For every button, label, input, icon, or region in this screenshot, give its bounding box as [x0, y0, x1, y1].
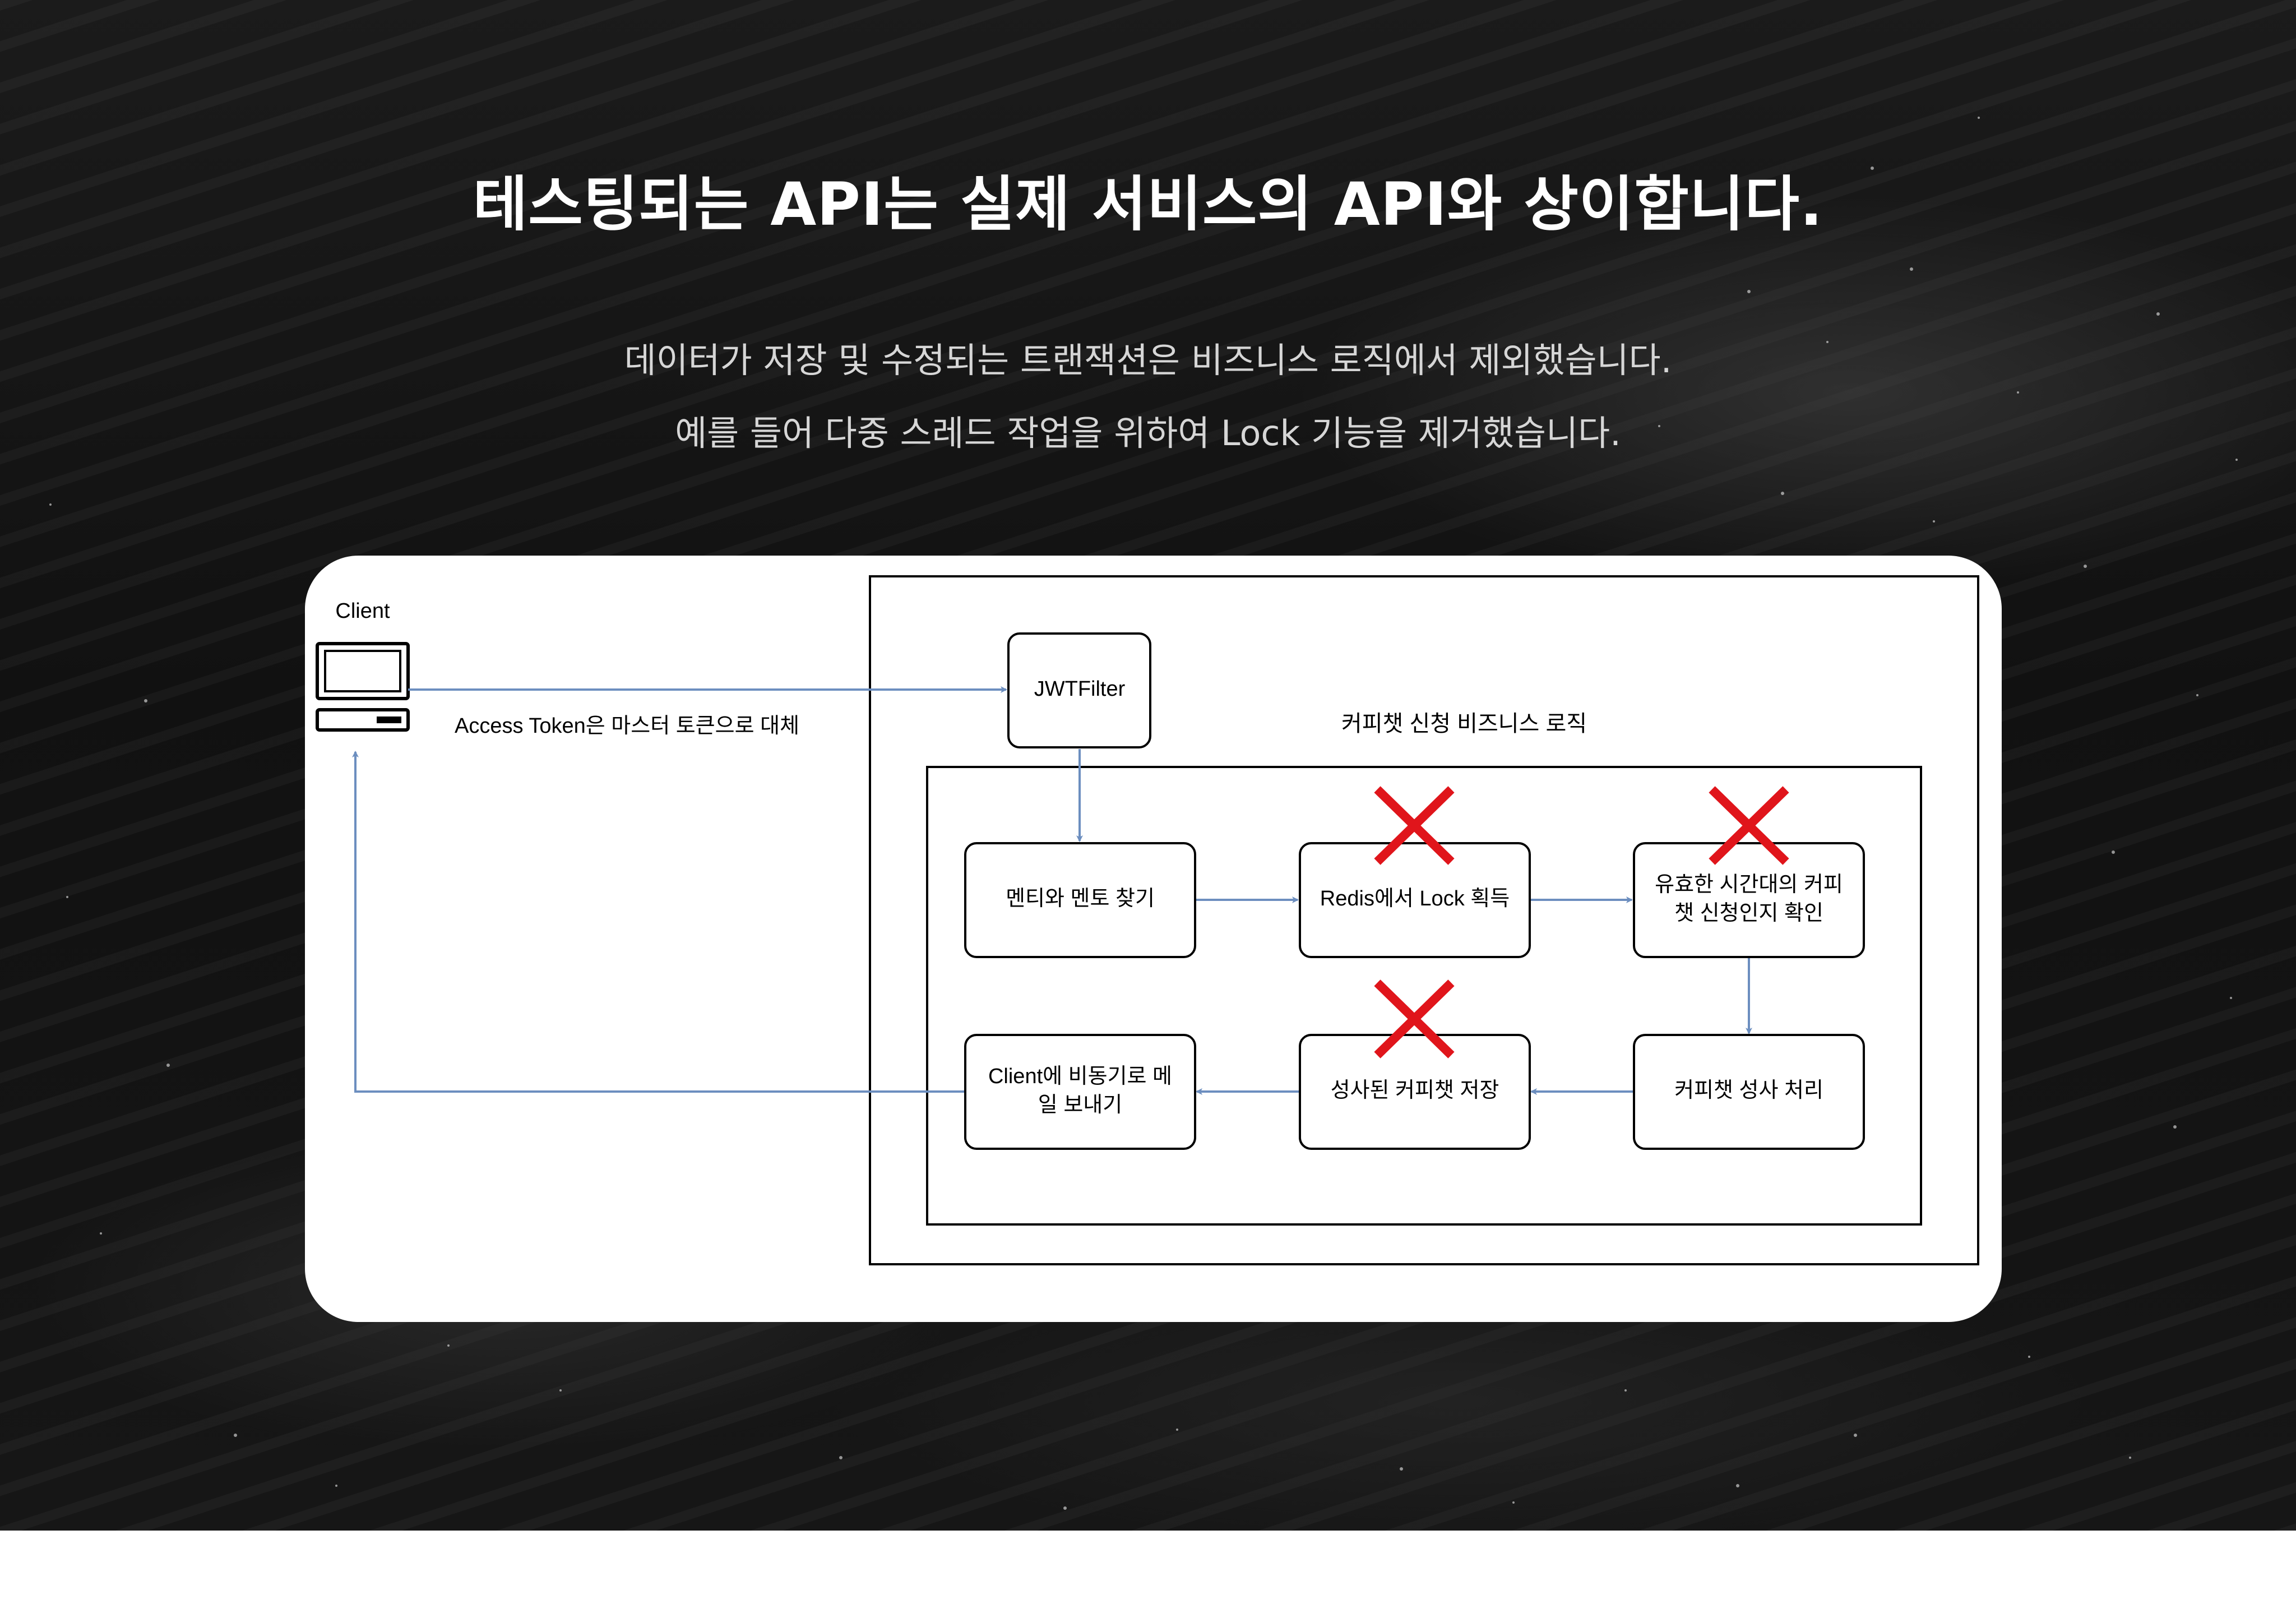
architecture-diagram-card: Client 커피챗 신청 비즈니스 로직 Access Token은 마스터 …	[305, 556, 2002, 1322]
node-process-label: 커피챗 성사 처리	[1674, 1079, 1823, 1102]
sand-speckles	[0, 0, 2296, 1531]
node-find-mentee-mentor-label: 멘티와 멘토 찾기	[1006, 887, 1155, 910]
node-send-mail: Client에 비동기로 메 일 보내기	[964, 1034, 1196, 1150]
description-line-2: 예를 들어 다중 스레드 작업을 위하여 Lock 기능을 제거했습니다.	[675, 413, 1621, 454]
business-logic-group-label: 커피챗 신청 비즈니스 로직	[1341, 711, 1587, 736]
node-redis-lock: Redis에서 Lock 획득	[1299, 842, 1531, 958]
node-validate-label-line-2: 챗 신청인지 확인	[1674, 902, 1823, 925]
node-send-mail-label-line-1: Client에 비동기로 메	[988, 1065, 1172, 1088]
coffee-chat-flow-diagram: Client 커피챗 신청 비즈니스 로직 Access Token은 마스터 …	[316, 575, 1979, 1265]
page-title: 테스팅되는 API는 실제 서비스의 API와 상이합니다.	[473, 170, 1823, 239]
client-label: Client	[335, 599, 390, 623]
removed-x-icon	[1374, 979, 1455, 1058]
node-jwt-filter-label: JWTFilter	[1034, 677, 1126, 701]
edge-mail-to-client	[352, 751, 965, 1093]
node-validate-time-slot: 유효한 시간대의 커피 챗 신청인지 확인	[1633, 842, 1865, 958]
node-redis-lock-label: Redis에서 Lock 획득	[1320, 887, 1510, 910]
node-save-label: 성사된 커피챗 저장	[1331, 1079, 1499, 1102]
node-process-coffee-chat: 커피챗 성사 처리	[1633, 1034, 1865, 1150]
node-send-mail-label-line-2: 일 보내기	[1038, 1093, 1122, 1117]
removed-x-icon	[1709, 786, 1789, 865]
business-logic-group	[926, 766, 1922, 1226]
node-save-coffee-chat: 성사된 커피챗 저장	[1299, 1034, 1531, 1150]
node-find-mentee-mentor: 멘티와 멘토 찾기	[964, 842, 1196, 958]
outer-service-boundary	[869, 575, 1979, 1265]
description-line-1: 데이터가 저장 및 수정되는 트랜잭션은 비즈니스 로직에서 제외했습니다.	[624, 340, 1672, 381]
access-token-edge-label: Access Token은 마스터 토큰으로 대체	[455, 714, 799, 738]
node-validate-label-line-1: 유효한 시간대의 커피	[1655, 873, 1843, 896]
removed-x-icon	[1374, 786, 1455, 865]
node-jwt-filter: JWTFilter	[1007, 632, 1151, 748]
client-computer-icon	[316, 642, 410, 732]
